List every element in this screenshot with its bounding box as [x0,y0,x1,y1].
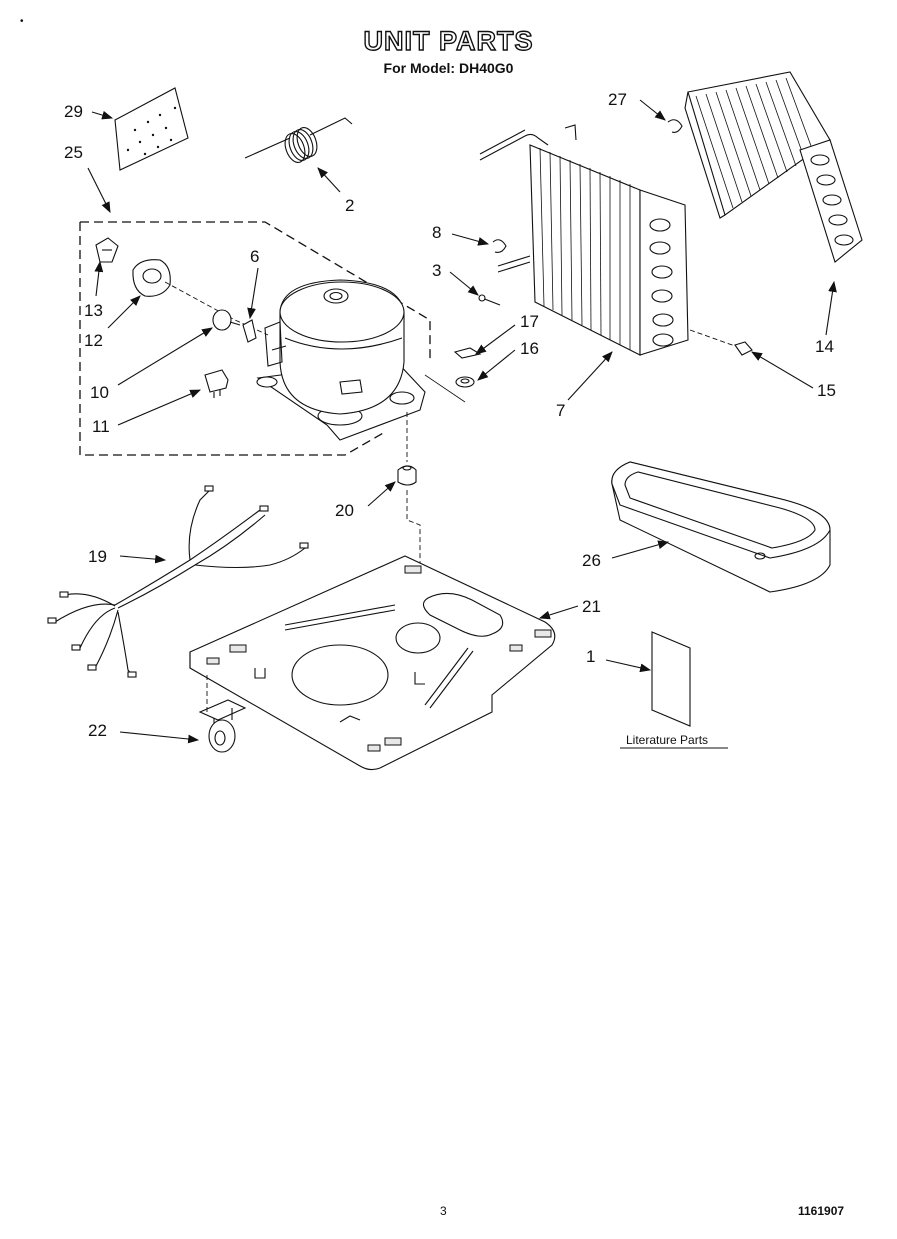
callout-2: 2 [345,196,354,215]
part-8-clip [492,239,507,253]
callout-8: 8 [432,223,441,242]
part-14-condenser [684,71,863,263]
part-27-clip [667,119,683,133]
document-code: 1161907 [798,1204,845,1218]
callout-6: 6 [250,247,259,266]
callout-labels: 29 25 2 27 8 3 13 12 6 10 11 17 16 7 14 … [64,90,836,747]
part-6-relay-clip [242,319,257,343]
part-12-terminal-cover [132,259,171,297]
callout-17: 17 [520,312,539,331]
leader-line-16 [424,374,466,403]
part-13-clip [95,237,119,263]
page-subtitle: For Model: DH40G0 [383,60,514,76]
callout-22: 22 [88,721,107,740]
callout-11: 11 [92,417,110,436]
callout-7: 7 [556,401,565,420]
part-compressor [256,279,426,441]
part-3-screw [478,294,501,306]
callout-25: 25 [64,143,83,162]
part-25-compressor-box [79,221,431,456]
part-11-relay [204,369,229,398]
callout-27: 27 [608,90,627,109]
leader-dashed-12 [164,281,269,336]
callout-26: 26 [582,551,601,570]
part-17-bracket [453,347,482,359]
part-1-literature [620,631,728,749]
callout-29: 29 [64,102,83,121]
callout-19: 19 [88,547,107,566]
callout-12: 12 [84,331,103,350]
page-number: 3 [440,1204,447,1218]
callout-16: 16 [520,339,539,358]
callout-21: 21 [582,597,601,616]
part-20-mount [397,465,417,486]
part-29-filter [114,87,189,171]
corner-mark: • [20,16,24,27]
part-26-drain-pan [611,461,831,593]
callout-1: 1 [586,647,595,666]
part-15-fitting [689,329,753,356]
part-21-base-plate [189,555,556,771]
part-10-overload [212,309,241,331]
callout-14: 14 [815,337,834,356]
callout-10: 10 [90,383,109,402]
callout-20: 20 [335,501,354,520]
callout-13: 13 [84,301,103,320]
part-2-coil [244,117,353,163]
part-7-evaporator [479,124,689,356]
leader-arrows [87,99,837,744]
callout-15: 15 [817,381,836,400]
callout-3: 3 [432,261,441,280]
part-19-wire-harness [47,485,309,678]
page-title: UNIT PARTS [363,25,534,56]
part-22-caster [198,675,247,753]
literature-parts-label: Literature Parts [626,733,708,747]
dashed-mount-line [406,412,421,690]
part-16-grommet [455,376,475,388]
